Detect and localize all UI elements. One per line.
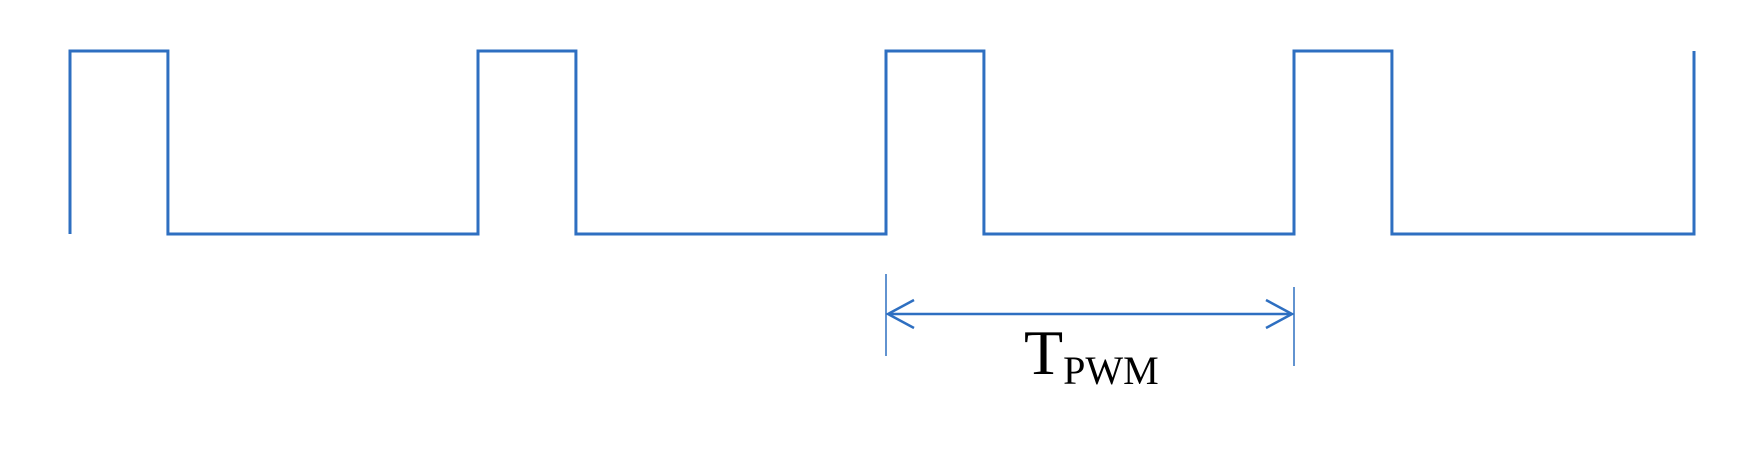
arrow-left-head [885,298,915,330]
period-label: TPWM [1024,317,1159,393]
period-label-subscript: PWM [1063,348,1159,393]
pwm-waveform [68,49,1696,236]
arrow-right-head [1265,298,1295,330]
period-label-main: T [1024,317,1063,388]
